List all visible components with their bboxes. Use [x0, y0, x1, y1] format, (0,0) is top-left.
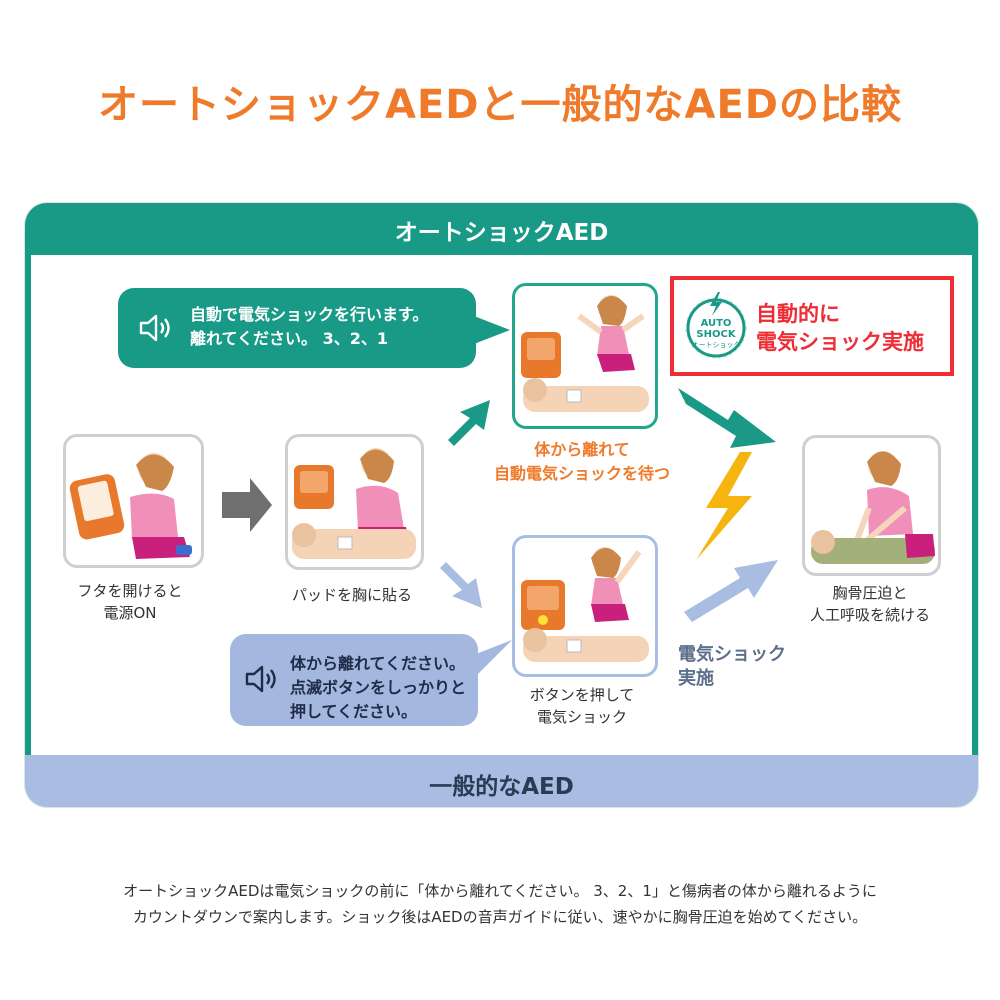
lightning-bolt-icon	[696, 452, 752, 560]
step-open-lid-line1: フタを開けると	[77, 582, 183, 600]
step-attach-pads-caption: パッドを胸に貼る	[270, 584, 434, 606]
auto-shock-logo-icon: AUTO SHOCK オートショック	[685, 292, 747, 359]
arrow-blue-down	[440, 562, 482, 608]
speaker-icon	[139, 314, 170, 342]
auto-shock-highlight-line1: 自動的に	[756, 302, 840, 326]
step-press-button-illustration	[512, 535, 658, 677]
general-aed-footer: 一般的なAED	[25, 755, 978, 807]
auto-shock-highlight-text: 自動的に 電気ショック実施	[756, 300, 924, 356]
speaker-icon	[245, 665, 276, 693]
step-press-button-line1: ボタンを押して	[529, 686, 635, 704]
voice-bubble-manual-line1: 体から離れてください。	[290, 654, 466, 673]
footnote-line2: カウントダウンで案内します。ショック後はAEDの音声ガイドに従い、速やかに胸骨圧…	[132, 908, 868, 926]
arrow-blue-cpr	[684, 560, 778, 622]
step-press-button-caption: ボタンを押して 電気ショック	[500, 684, 664, 728]
step-cpr-illustration	[802, 435, 941, 576]
auto-shock-header-label: オートショックAED	[394, 220, 609, 246]
step-auto-wait-line1: 体から離れて	[534, 440, 630, 459]
voice-bubble-auto-text: 自動で電気ショックを行います。 離れてください。 3、2、1	[190, 303, 428, 351]
voice-bubble-manual-line2: 点滅ボタンをしっかりと	[290, 678, 467, 697]
step-auto-wait-line2: 自動電気ショックを待つ	[493, 464, 670, 483]
bubble-auto-tail	[474, 316, 510, 344]
voice-bubble-manual-text: 体から離れてください。 点滅ボタンをしっかりと 押してください。	[290, 652, 466, 724]
step-auto-wait-caption: 体から離れて 自動電気ショックを待つ	[462, 438, 702, 486]
step-attach-pads-illustration	[285, 434, 424, 570]
page-title: オートショックAEDと一般的なAEDの比較	[98, 82, 902, 128]
step-auto-wait-illustration	[512, 283, 658, 429]
auto-shock-logo-line1: AUTO	[701, 318, 732, 329]
step-attach-pads-line1: パッドを胸に貼る	[291, 586, 412, 604]
step-cpr-line2: 人工呼吸を続ける	[809, 606, 930, 624]
manual-shock-label-line1: 電気ショック	[678, 644, 786, 665]
auto-shock-highlight-box: AUTO SHOCK オートショック 自動的に 電気ショック実施	[670, 276, 954, 376]
step-cpr-line1: 胸骨圧迫と	[832, 584, 908, 602]
manual-shock-label-line2: 実施	[678, 668, 714, 689]
panel-border	[25, 255, 978, 755]
step-open-lid-line2: 電源ON	[103, 604, 157, 622]
manual-shock-label: 電気ショック 実施	[678, 643, 808, 691]
voice-bubble-manual-line3: 押してください。	[290, 702, 418, 721]
arrow-green-up	[448, 400, 490, 446]
voice-bubble-manual: 体から離れてください。 点滅ボタンをしっかりと 押してください。	[230, 634, 478, 726]
voice-bubble-auto: 自動で電気ショックを行います。 離れてください。 3、2、1	[118, 288, 476, 368]
step-press-button-line2: 電気ショック	[536, 708, 627, 726]
arrow-gray-right	[222, 478, 272, 532]
auto-shock-logo-line2: SHOCK	[696, 329, 736, 340]
bubble-manual-tail	[476, 640, 512, 676]
footnote: オートショックAEDは電気ショックの前に「体から離れてください。 3、2、1」と…	[10, 878, 990, 930]
step-open-lid-caption: フタを開けると 電源ON	[50, 580, 210, 624]
auto-shock-logo-line3: オートショック	[692, 341, 741, 349]
voice-bubble-auto-line1: 自動で電気ショックを行います。	[190, 305, 429, 324]
footnote-line1: オートショックAEDは電気ショックの前に「体から離れてください。 3、2、1」と…	[123, 882, 877, 900]
auto-shock-highlight-line2: 電気ショック実施	[756, 330, 924, 354]
auto-shock-header: オートショックAED	[25, 203, 978, 255]
voice-bubble-auto-line2: 離れてください。 3、2、1	[190, 329, 389, 348]
step-cpr-caption: 胸骨圧迫と 人工呼吸を続ける	[790, 582, 950, 626]
step-open-lid-illustration	[63, 434, 204, 568]
arrow-green-cpr	[678, 388, 776, 448]
general-aed-footer-label: 一般的なAED	[429, 774, 574, 800]
